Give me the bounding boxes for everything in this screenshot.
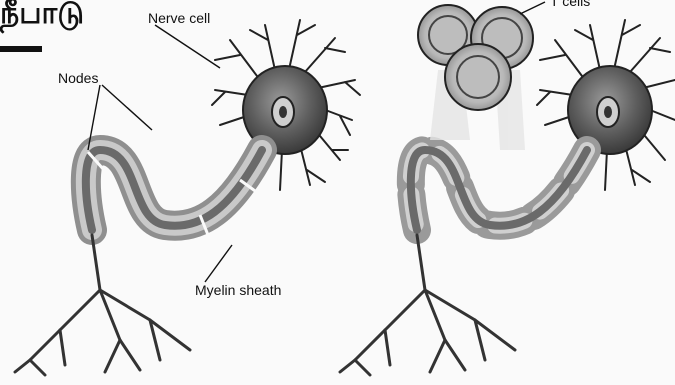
axon-terminals-right bbox=[340, 235, 515, 375]
heading-underline bbox=[0, 46, 42, 52]
axon-terminals-left bbox=[15, 235, 190, 375]
label-nerve-cell: Nerve cell bbox=[148, 10, 210, 26]
label-myelin-sheath: Myelin sheath bbox=[195, 282, 281, 298]
affected-neuron bbox=[340, 5, 675, 375]
label-nodes: Nodes bbox=[58, 70, 98, 86]
label-t-cells: T cells bbox=[550, 0, 590, 9]
heading-fragment: நீபாடு bbox=[0, 0, 84, 35]
nucleolus bbox=[279, 106, 287, 118]
